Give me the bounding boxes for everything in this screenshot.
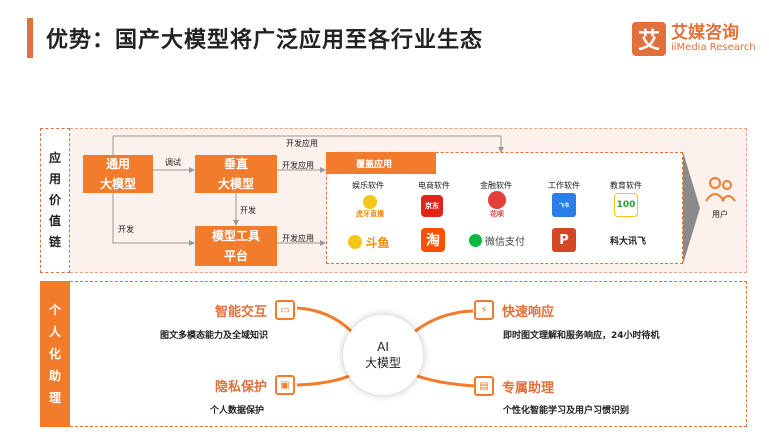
huabei-app-icon: 花呗 xyxy=(480,190,514,220)
taobao-app-icon: 淘 xyxy=(421,228,445,252)
feature-smart-interaction: 智能交互 ▭ xyxy=(215,300,296,320)
brand-logo: 艾 艾媒咨询 iiMedia Research xyxy=(632,22,756,56)
vertical-model-box: 垂直 大模型 xyxy=(195,155,277,193)
feature-smart-interaction-desc: 图文多模态能力及全域知识 xyxy=(160,331,269,341)
edge-label-develop-1: 开发 xyxy=(240,206,256,215)
page-title: 优势：国产大模型将广泛应用至各行业生态 xyxy=(46,28,484,53)
feature-privacy: 隐私保护 ▣ xyxy=(215,375,296,395)
ai-model-hub: AI 大模型 xyxy=(343,315,423,395)
feature-exclusive-assistant: ▤ 专属助理 xyxy=(474,376,554,396)
logo-english-name: iiMedia Research xyxy=(671,42,756,53)
edge-label-app-1: 开发应用 xyxy=(282,161,314,170)
huya-app-icon: 虎牙直播 xyxy=(352,193,388,221)
chat-icon: ▭ xyxy=(275,300,296,320)
category-entertainment: 娱乐软件 xyxy=(352,181,384,190)
category-finance: 金融软件 xyxy=(480,181,512,190)
general-model-box: 通用 大模型 xyxy=(83,155,153,193)
edge-top-develop-app xyxy=(112,135,504,155)
tool-platform-box: 模型工具 平台 xyxy=(195,226,277,266)
connector-fast-response xyxy=(413,309,474,334)
logo-mark-icon: 艾 xyxy=(632,22,666,56)
briefcase-icon: ▤ xyxy=(474,376,494,396)
feature-privacy-desc: 个人数据保护 xyxy=(210,406,265,416)
covered-apps-tag: 覆盖应用 xyxy=(326,152,436,174)
category-education: 教育软件 xyxy=(610,181,642,190)
connector-exclusive-assistant xyxy=(413,373,476,388)
feishu-app-icon: 飞书 xyxy=(552,193,576,217)
connector-privacy xyxy=(296,373,353,387)
connector-smart-interaction xyxy=(296,306,354,334)
category-work: 工作软件 xyxy=(548,181,580,190)
edge-label-top: 开发应用 xyxy=(286,139,318,148)
iflytek-app-icon: 科大讯飞 xyxy=(609,236,646,247)
lock-icon: ▣ xyxy=(275,375,296,395)
category-ecommerce: 电商软件 xyxy=(418,181,450,190)
edge-develop-2 xyxy=(112,193,195,246)
title-accent-bar xyxy=(27,18,33,58)
edge-label-debug: 调试 xyxy=(165,158,181,167)
wechat-pay-app-icon: 微信支付 xyxy=(462,231,532,249)
value-chain-side-label: 应 用 价 值 链 xyxy=(40,128,70,273)
edge-label-develop-2: 开发 xyxy=(118,225,134,234)
powerpoint-app-icon: P xyxy=(552,228,576,252)
user-label: 用户 xyxy=(712,210,728,219)
personal-assistant-side-label: 个 人 化 助 理 xyxy=(40,281,70,427)
to-user-arrow xyxy=(683,152,700,264)
lightning-icon: ⚡ xyxy=(474,300,494,320)
edge-label-app-2: 开发应用 xyxy=(282,234,314,243)
users-icon xyxy=(705,177,736,202)
feature-exclusive-assistant-desc: 个性化智能学习及用户习惯识别 xyxy=(503,406,630,416)
feature-fast-response-desc: 即时图文理解和服务响应，24小时待机 xyxy=(503,331,660,341)
feature-fast-response: ⚡ 快速响应 xyxy=(474,300,554,320)
jd-app-icon: 京东 xyxy=(419,193,445,219)
user-node: 用户 xyxy=(700,175,740,220)
logo-chinese-name: 艾媒咨询 xyxy=(671,23,739,43)
edu100-app-icon: 100 xyxy=(614,193,638,217)
douyu-app-icon: 斗鱼 xyxy=(344,232,394,252)
